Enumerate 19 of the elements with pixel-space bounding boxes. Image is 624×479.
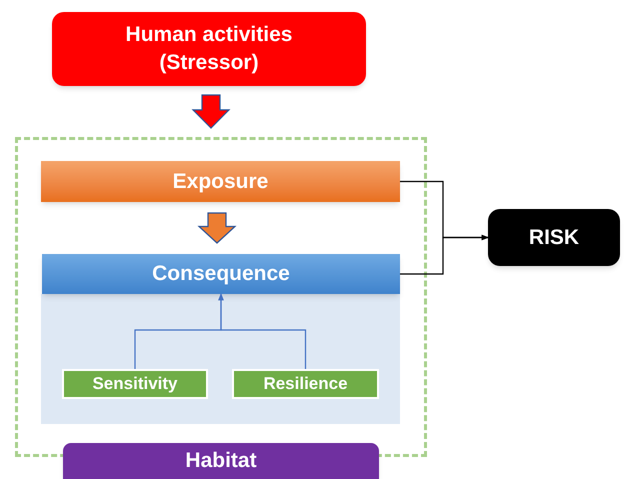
node-label: RISK [528, 224, 580, 251]
block-arrow [192, 94, 230, 129]
block-arrow [197, 212, 237, 244]
exposure-bar [41, 161, 400, 202]
node-label: Sensitivity [91, 373, 179, 396]
factor-panel [41, 294, 400, 424]
connector-arrow [400, 234, 489, 275]
node-label: Human activities (Stressor) [124, 22, 294, 76]
node-label: Consequence [151, 261, 291, 288]
stressor-box [52, 12, 366, 86]
risk-box [488, 209, 620, 266]
resilience-box [232, 369, 379, 399]
node-label: Exposure [172, 168, 270, 195]
node-label: Resilience [262, 373, 349, 396]
consequence-bar [42, 254, 400, 294]
node-label: Habitat [184, 448, 258, 474]
sensitivity-box [62, 369, 208, 399]
habitat-box [63, 443, 379, 479]
connector-arrow [218, 293, 306, 369]
